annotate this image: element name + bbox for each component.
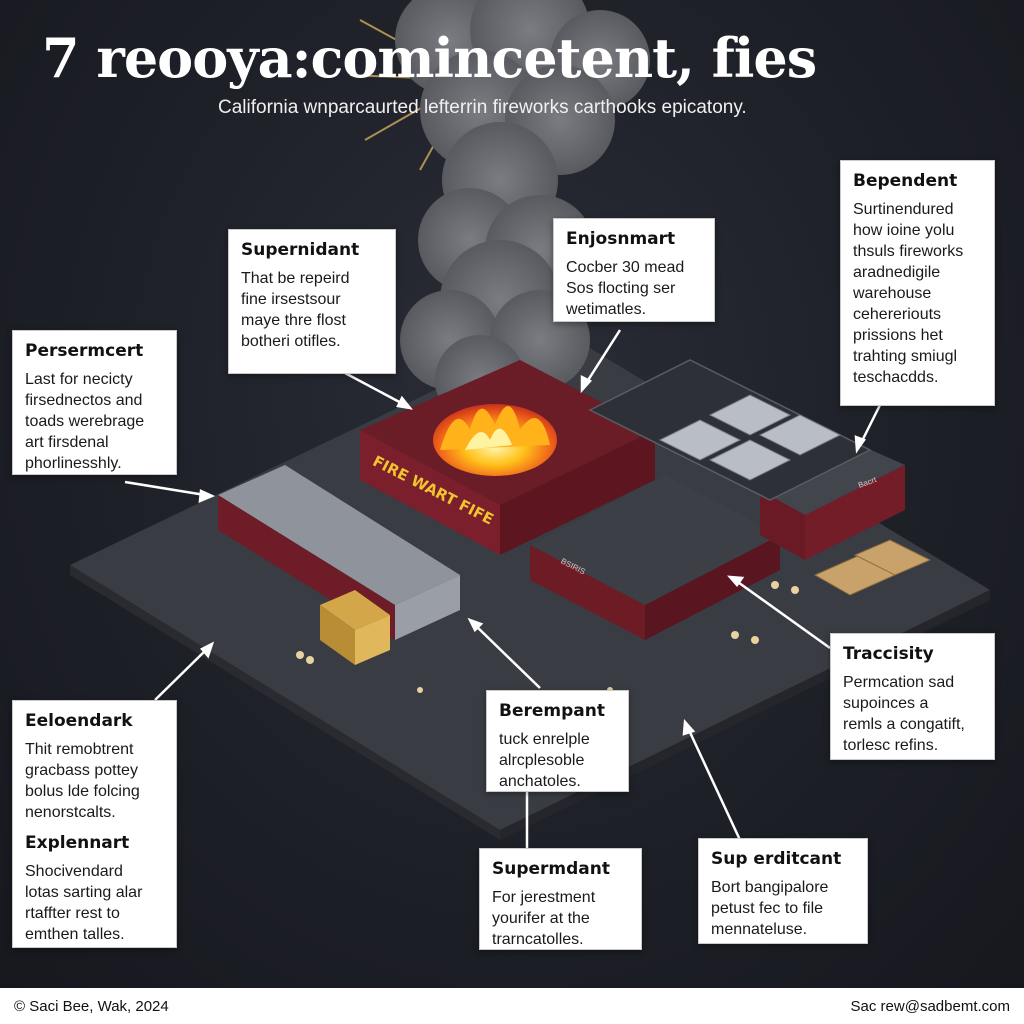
callout-body: Bort bangipalore petust fec to file menn…	[711, 879, 829, 938]
parking-lot-edge	[70, 565, 500, 840]
callout-body: That be repeird fine irsestsour maye thr…	[241, 270, 350, 350]
callout-title: Supermdant	[492, 859, 611, 879]
callout-title: Eeloendark	[25, 711, 133, 731]
pallet-stacks	[813, 539, 932, 596]
callout-body: Shocivendard lotas sarting alar rtaffter…	[25, 863, 143, 943]
callout-arrows	[124, 329, 882, 852]
callout-bependent: Bependent Surtinendured how ioine yolu t…	[840, 160, 995, 406]
callout-body: For jerestment yourifer at the trarncato…	[492, 889, 596, 948]
callout-traccisity: Traccisity Permcation sad supoinces a re…	[830, 633, 995, 760]
fire-flames	[433, 404, 557, 476]
right-building-side	[805, 465, 905, 560]
callout-title: Berempant	[499, 701, 605, 721]
callout-title: Traccisity	[843, 644, 934, 664]
main-building-right-wall	[500, 430, 655, 555]
page-subtitle: California wnparcaurted lefterrin firewo…	[218, 97, 747, 118]
callout-body: Permcation sad supoinces a remls a conga…	[843, 674, 965, 754]
callout-body: Surtinendured how ioine yolu thsuls fire…	[853, 201, 964, 386]
callout-title: Supernidant	[241, 240, 360, 260]
warehouse-fire-illustration	[70, 0, 990, 852]
right-building-front	[760, 490, 805, 560]
callout-supernidant: Supernidant That be repeird fine irsests…	[228, 229, 396, 374]
center-building-left-wall	[530, 545, 645, 640]
footer-credit: © Saci Bee, Wak, 2024	[14, 997, 169, 1015]
people	[296, 581, 799, 693]
callout-persermcert: Persermcert Last for necicty firsednecto…	[12, 330, 177, 475]
callout-body: Cocber 30 mead Sos flocting ser wetimatl…	[566, 259, 685, 318]
delivery-truck	[320, 590, 390, 665]
callout-eeloendark-explennart: Eeloendark Thit remobtrent gracbass pott…	[12, 700, 177, 948]
callout-title: Sup erditcant	[711, 849, 842, 869]
right-building-roof	[760, 445, 905, 515]
center-building-right-wall	[645, 535, 780, 640]
callout-body: Last for necicty firsednectos and toads …	[25, 371, 145, 472]
grey-warehouse-end	[395, 575, 460, 640]
storage-containers	[658, 394, 842, 481]
center-building-roof	[530, 475, 780, 605]
storage-yard	[588, 359, 872, 501]
callout-berempant: Berempant tuck enrelple alrcplesoble anc…	[486, 690, 629, 792]
main-building-left-wall	[360, 430, 500, 555]
callout-body: tuck enrelple alrcplesoble anchatoles.	[499, 731, 590, 790]
callout-body: Thit remobtrent gracbass pottey bolus ld…	[25, 741, 140, 821]
callout-supermdant: Supermdant For jerestment yourifer at th…	[479, 848, 642, 950]
footer-bar: © Saci Bee, Wak, 2024 Sac rew@sadbemt.co…	[0, 988, 1024, 1024]
footer-contact: Sac rew@sadbemt.com	[850, 997, 1010, 1015]
page-title: 7 reooya:comincetent, fies	[42, 26, 817, 90]
callout-enjosnmart: Enjosnmart Cocber 30 mead Sos flocting s…	[553, 218, 715, 322]
callout-title: Explennart	[25, 833, 130, 853]
callout-title: Bependent	[853, 171, 958, 191]
callout-title: Enjosnmart	[566, 229, 676, 249]
smoke-plume	[395, 0, 650, 425]
callout-superfitcant: Sup erditcant Bort bangipalore petust fe…	[698, 838, 868, 944]
grey-warehouse-roof	[218, 465, 460, 605]
callout-title: Persermcert	[25, 341, 144, 361]
